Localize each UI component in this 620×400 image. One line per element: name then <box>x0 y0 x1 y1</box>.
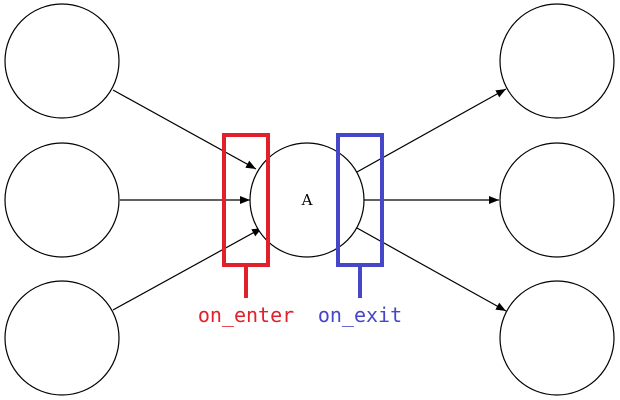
target-node-top <box>499 3 615 119</box>
source-node-top <box>4 3 120 119</box>
center-node-label: A <box>301 191 313 209</box>
on-exit-label: on_exit <box>318 303 402 327</box>
edge-in-bottom <box>112 227 263 311</box>
edge-out-top <box>356 88 507 173</box>
on-exit-hook: on_exit <box>318 133 402 327</box>
center-node <box>249 142 365 258</box>
on-enter-label: on_enter <box>198 303 294 327</box>
edge-in-top <box>112 89 257 170</box>
target-node-bottom <box>499 280 615 396</box>
edge-out-bottom <box>356 227 507 312</box>
on-enter-hook: on_enter <box>198 133 294 327</box>
source-node-middle <box>4 142 120 258</box>
target-node-middle <box>499 142 615 258</box>
source-node-bottom <box>4 280 120 396</box>
